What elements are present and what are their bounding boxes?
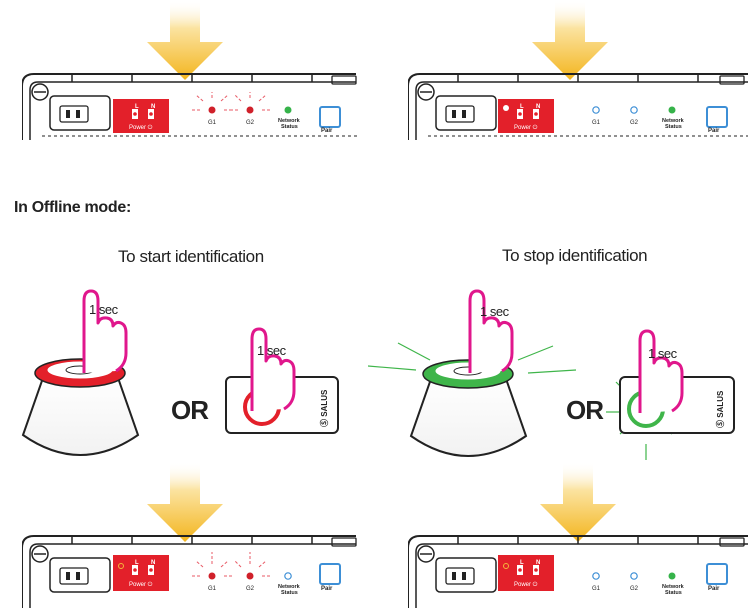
svg-text:N: N	[151, 560, 155, 566]
status-leds-bottom-left: G1 G2 Network Status	[190, 552, 301, 594]
svg-text:G1: G1	[592, 586, 601, 592]
power-block-bottom-left: L N Power ⏻	[113, 555, 169, 591]
finger-press-icon	[82, 289, 128, 373]
power-label: Power ⏻	[129, 124, 153, 131]
press-duration-label: 1 sec	[480, 304, 509, 319]
status-leds-bottom-right: G1 G2 Network Status	[592, 572, 685, 594]
pair-button-bottom-left[interactable]	[319, 563, 341, 585]
pair-label: Pair	[321, 128, 333, 134]
press-duration-label: 1 sec	[257, 343, 286, 358]
or-label: OR	[566, 395, 604, 425]
gateway-panel-bottom-right	[408, 535, 748, 608]
pair-button-bottom-right[interactable]	[706, 563, 728, 585]
svg-text:L: L	[520, 104, 524, 110]
caption-stop: To stop identification	[502, 246, 648, 265]
svg-text:Ⓢ SALUS: Ⓢ SALUS	[715, 390, 725, 428]
svg-text:Network: Network	[278, 584, 301, 590]
caption-start: To start identification	[118, 247, 264, 266]
finger-press-icon	[638, 329, 684, 413]
l-label: L	[135, 104, 139, 110]
press-duration-label: 1 sec	[89, 302, 118, 317]
svg-text:Status: Status	[665, 124, 682, 130]
brand-label: Ⓢ SALUS	[319, 389, 329, 427]
or-label: OR	[171, 395, 209, 425]
arrow-bottom-left	[145, 462, 225, 549]
svg-text:Status: Status	[665, 590, 682, 594]
svg-text:Power ⏻: Power ⏻	[514, 581, 538, 588]
gateway-panel-bottom-left	[22, 535, 357, 608]
arrow-top-left	[145, 0, 225, 87]
svg-text:Power ⏻: Power ⏻	[514, 124, 538, 131]
svg-text:Status: Status	[281, 124, 298, 130]
svg-text:L: L	[520, 560, 524, 566]
svg-text:L: L	[135, 560, 139, 566]
svg-text:G1: G1	[592, 120, 601, 126]
power-block-bottom-right: L N Power ⏻	[498, 555, 554, 591]
arrow-top-right	[530, 0, 610, 87]
svg-text:Power ⏻: Power ⏻	[129, 581, 153, 588]
gateway-panel-top-right	[408, 73, 748, 140]
arrow-bottom-right	[538, 462, 618, 549]
status-leds-top-left: G1 G2 Network Status	[190, 92, 301, 130]
pair-label: Pair	[321, 586, 333, 592]
svg-text:Network: Network	[662, 584, 685, 590]
svg-text:G1: G1	[208, 586, 217, 592]
gateway-panel-top-left	[22, 73, 358, 140]
g1-label: G1	[208, 120, 217, 126]
pair-button-top-right[interactable]	[706, 106, 728, 128]
g2-label: G2	[246, 120, 255, 126]
svg-text:G2: G2	[630, 120, 639, 126]
svg-text:Network: Network	[662, 118, 685, 124]
press-duration-label: 1 sec	[648, 346, 677, 361]
pair-label: Pair	[708, 128, 720, 134]
n-label: N	[151, 104, 155, 110]
svg-text:G2: G2	[246, 586, 255, 592]
section-heading: In Offline mode:	[14, 199, 131, 216]
power-block-top-left: L N Power ⏻	[113, 99, 169, 133]
pair-button-top-left[interactable]	[319, 106, 341, 128]
svg-text:N: N	[536, 104, 540, 110]
svg-text:G2: G2	[630, 586, 639, 592]
pair-label: Pair	[708, 586, 720, 592]
gateway-dome-green	[368, 342, 577, 457]
power-block-top-right: L N Power ⏻	[498, 99, 554, 133]
status-leds-top-right: G1 G2 Network Status	[592, 106, 685, 130]
svg-text:N: N	[536, 560, 540, 566]
svg-text:Network: Network	[278, 118, 301, 124]
finger-press-icon	[250, 327, 296, 411]
finger-press-icon	[468, 289, 514, 373]
svg-text:Status: Status	[281, 590, 298, 594]
